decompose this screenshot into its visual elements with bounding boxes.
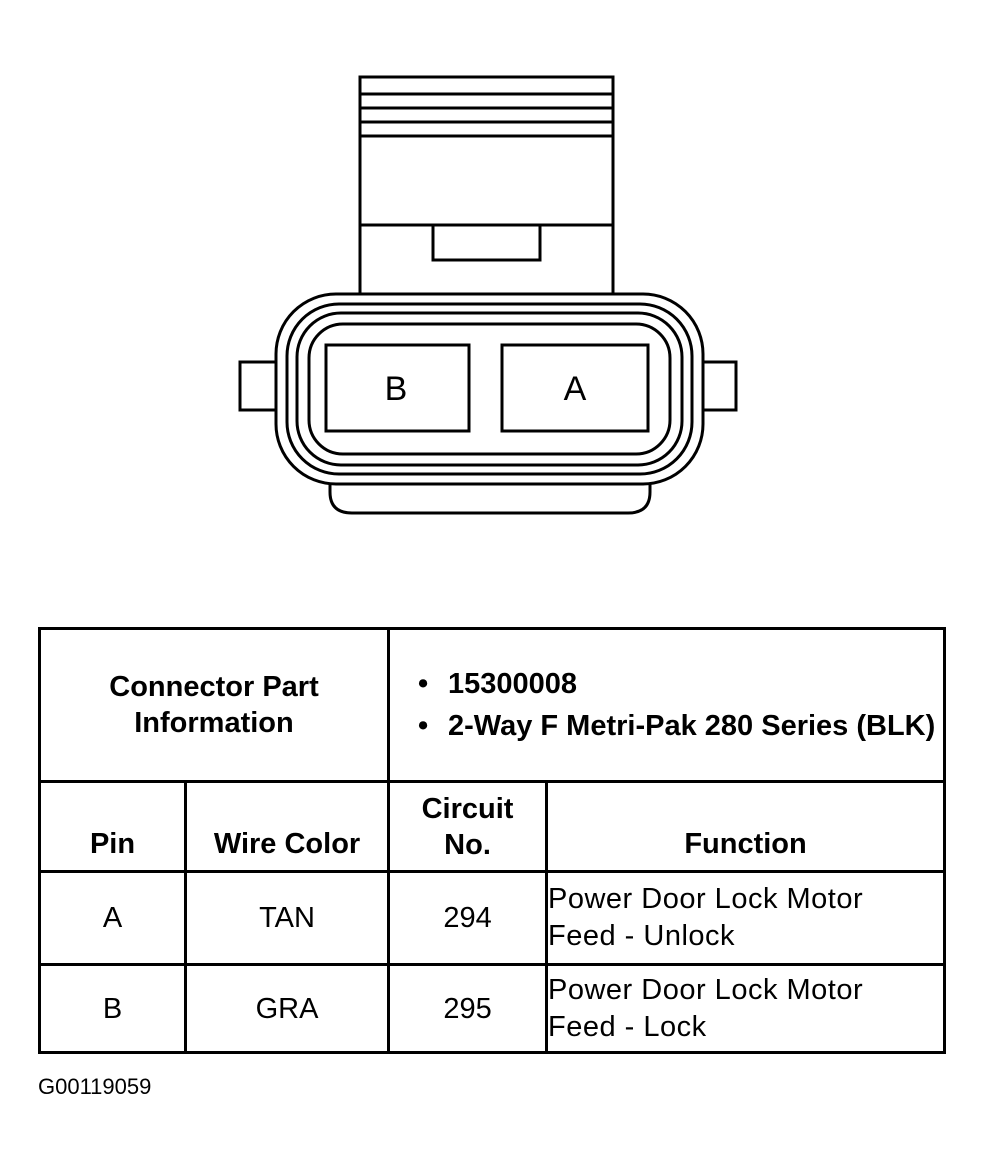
column-header-row: Pin Wire Color Circuit No. Function [38,780,947,873]
figure-id: G00119059 [38,1074,152,1099]
cavity-a [500,343,650,433]
function-cell: Power Door Lock Motor Feed - Lock [545,963,947,1054]
table-row: B GRA 295 Power Door Lock Motor Feed - L… [38,963,947,1054]
part-info-label-line1: Connector Part [109,671,319,703]
table-row: A TAN 294 Power Door Lock Motor Feed - U… [38,870,947,966]
cavity-a-label: A [564,370,587,408]
connector-body-outer [274,292,705,486]
connector-diagram: B A [238,75,738,515]
connector-info-table: Connector Part Information 15300008 2-Wa… [37,627,947,1054]
header-wire-color: Wire Color [183,780,391,873]
part-info-label-line2: Information [134,707,294,739]
function-line1: Power Door Lock Motor [548,883,864,915]
latch-tab [431,223,542,262]
wire-color-cell: GRA [183,963,391,1054]
pin-cell: A [38,870,187,966]
cavity-b [324,343,471,433]
pin-cell: B [38,963,187,1054]
header-circuit-no: Circuit No. [387,780,549,873]
cavity-b-label: B [385,370,408,408]
circuit-cell: 294 [387,870,549,966]
wire-color-cell: TAN [183,870,391,966]
connector-body-ring [295,311,684,467]
circuit-cell: 295 [387,963,549,1054]
function-line1: Power Door Lock Motor [548,973,864,1006]
function-cell: Power Door Lock Motor Feed - Unlock [545,870,947,966]
connector-body-ring [285,302,694,476]
part-info-row: Connector Part Information 15300008 2-Wa… [37,627,947,783]
header-circuit-line1: Circuit [421,792,514,825]
header-function: Function [545,780,947,873]
part-number: 15300008 [418,666,943,702]
part-info-label: Connector Part Information [41,669,387,741]
header-circuit-line2: No. [444,828,491,861]
part-info-bullets: 15300008 2-Way F Metri-Pak 280 Series (B… [390,666,943,744]
function-line2: Feed - Unlock [548,920,736,952]
connector-latch [358,75,615,299]
connector-body-inner [307,322,672,456]
connector-description: 2-Way F Metri-Pak 280 Series (BLK) [418,708,943,744]
function-line2: Feed - Lock [548,1010,707,1043]
part-info-value-cell: 15300008 2-Way F Metri-Pak 280 Series (B… [387,627,947,783]
header-pin: Pin [38,780,187,873]
part-info-label-cell: Connector Part Information [37,627,391,783]
